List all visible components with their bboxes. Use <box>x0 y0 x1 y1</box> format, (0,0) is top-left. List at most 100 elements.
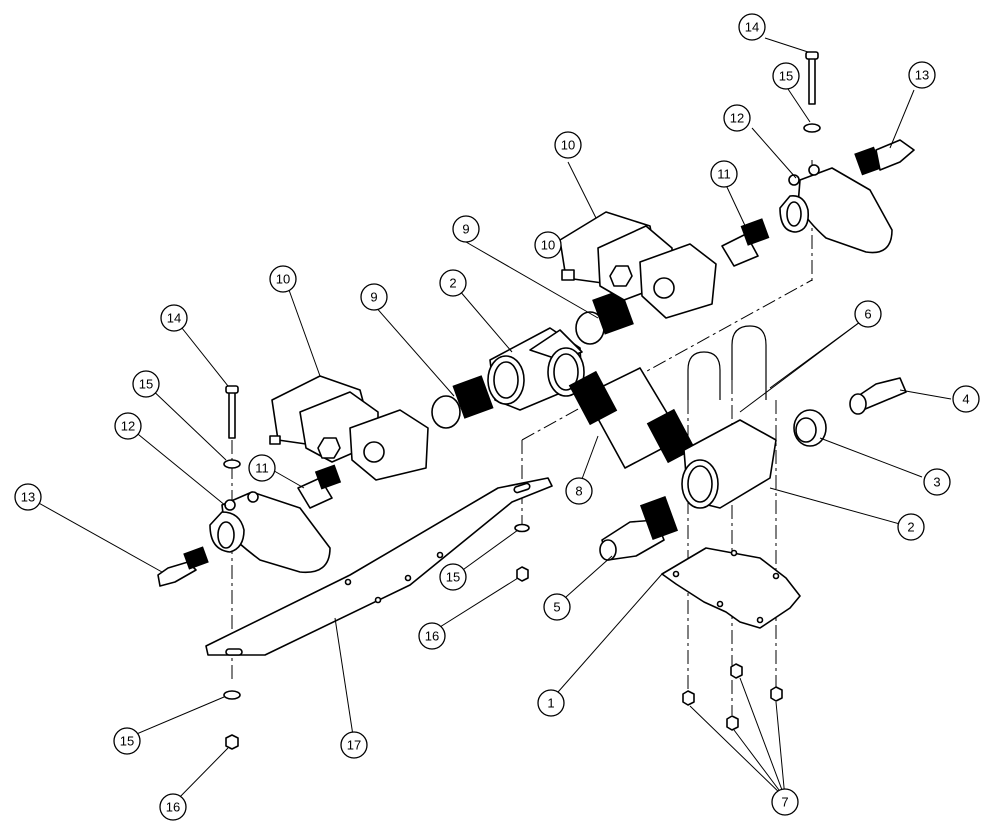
callout-10: 10 <box>534 231 562 259</box>
callout-circle <box>340 731 368 759</box>
callout-circle <box>543 593 571 621</box>
callout-number: 2 <box>907 520 914 535</box>
callout-6: 6 <box>854 300 882 328</box>
right-solenoid-10 <box>559 211 717 319</box>
tee-2-lower <box>681 419 777 509</box>
callout-number: 3 <box>933 475 940 490</box>
callout-circle <box>554 131 582 159</box>
callout-circle <box>160 304 188 332</box>
callout-14: 14 <box>738 13 766 41</box>
callout-4: 4 <box>952 385 980 413</box>
callout-2: 2 <box>897 513 925 541</box>
callout-circle <box>723 104 751 132</box>
callout-number: 9 <box>370 290 377 305</box>
callout-13: 13 <box>14 483 42 511</box>
callout-5: 5 <box>543 593 571 621</box>
callout-circle <box>248 454 276 482</box>
callout-number: 13 <box>915 68 929 83</box>
washers-nuts-left <box>223 459 530 750</box>
bracket-17 <box>205 477 553 656</box>
callout-circle <box>114 412 142 440</box>
callout-circle <box>418 622 446 650</box>
left-valve-body <box>209 491 331 574</box>
callout-circle <box>159 793 187 821</box>
callout-bubbles: 1223456789910101011111212131314141515151… <box>14 13 980 821</box>
callout-9: 9 <box>360 283 388 311</box>
callout-number: 1 <box>547 696 554 711</box>
callout-number: 17 <box>347 738 361 753</box>
callout-circle <box>452 215 480 243</box>
callout-10: 10 <box>269 265 297 293</box>
callout-12: 12 <box>723 104 751 132</box>
callout-8: 8 <box>565 477 593 505</box>
callout-number: 15 <box>446 570 460 585</box>
callout-2: 2 <box>439 269 467 297</box>
callout-number: 4 <box>962 392 969 407</box>
callout-circle <box>360 283 388 311</box>
callout-circle <box>772 62 800 90</box>
callout-3: 3 <box>923 468 951 496</box>
callout-number: 12 <box>730 111 744 126</box>
callout-number: 2 <box>449 276 456 291</box>
callout-number: 15 <box>139 377 153 392</box>
right-bolt-14 <box>803 51 821 133</box>
callout-circle <box>908 61 936 89</box>
callout-9: 9 <box>452 215 480 243</box>
callout-16: 16 <box>159 793 187 821</box>
callout-circle <box>113 727 141 755</box>
nuts-7 <box>682 663 783 731</box>
callout-15: 15 <box>772 62 800 90</box>
fitting-9-right <box>575 289 634 345</box>
callout-number: 16 <box>166 800 180 815</box>
callout-circle <box>738 13 766 41</box>
callout-circle <box>269 265 297 293</box>
callout-12: 12 <box>114 412 142 440</box>
right-fitting-11 <box>721 218 770 267</box>
callout-number: 8 <box>575 484 582 499</box>
callout-number: 15 <box>779 69 793 84</box>
hose-barb-4 <box>849 377 907 415</box>
callout-number: 9 <box>462 222 469 237</box>
callout-17: 17 <box>340 731 368 759</box>
callout-number: 13 <box>21 490 35 505</box>
callout-15: 15 <box>113 727 141 755</box>
hose-barb-5 <box>599 495 679 561</box>
callout-circle <box>897 513 925 541</box>
callout-11: 11 <box>248 454 276 482</box>
callout-number: 6 <box>864 307 871 322</box>
callout-number: 11 <box>717 167 731 182</box>
callout-11: 11 <box>710 160 738 188</box>
callout-circle <box>710 160 738 188</box>
callout-circle <box>537 689 565 717</box>
pipe-nipple-8 <box>568 367 696 469</box>
callout-7: 7 <box>771 788 799 816</box>
callout-13: 13 <box>908 61 936 89</box>
callout-15: 15 <box>132 370 160 398</box>
callout-number: 5 <box>553 600 560 615</box>
callout-circle <box>439 563 467 591</box>
right-hose-barb-13 <box>854 139 915 176</box>
left-fitting-11 <box>297 464 342 509</box>
callout-number: 10 <box>561 138 575 153</box>
left-bolt-14 <box>225 385 239 439</box>
callout-14: 14 <box>160 304 188 332</box>
callout-circle <box>771 788 799 816</box>
left-solenoid-10 <box>269 375 429 481</box>
callout-15: 15 <box>439 563 467 591</box>
callout-circle <box>565 477 593 505</box>
left-hose-barb-13 <box>157 546 209 587</box>
leader-lines <box>27 37 952 805</box>
u-bolts-6 <box>687 325 767 400</box>
bushing-3 <box>793 409 827 447</box>
callout-number: 16 <box>425 629 439 644</box>
callout-number: 10 <box>541 238 555 253</box>
callout-number: 14 <box>745 20 759 35</box>
callout-circle <box>132 370 160 398</box>
callout-circle <box>923 468 951 496</box>
callout-circle <box>952 385 980 413</box>
callout-circle <box>854 300 882 328</box>
callout-16: 16 <box>418 622 446 650</box>
right-valve-body <box>779 164 893 254</box>
